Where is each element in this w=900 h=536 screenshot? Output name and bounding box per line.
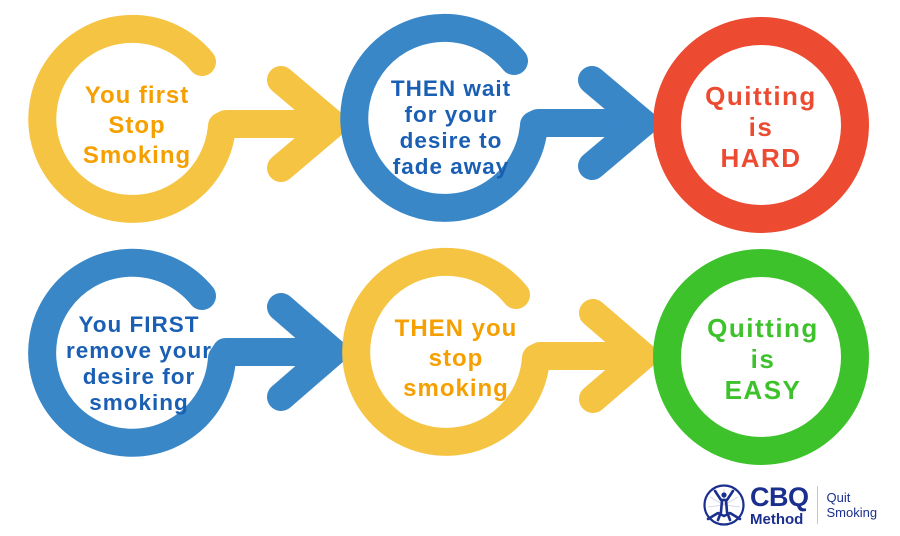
g-arrow-row2-step2 [342, 247, 657, 456]
g-arrow-row1-step1 [28, 14, 347, 223]
logo-divider [816, 486, 818, 524]
step-label-then-you-stop-smoking: THEN you stop smoking [394, 315, 518, 402]
logo-tagline: Quit Smoking [826, 490, 878, 520]
cbq-method-logo: CBQ Method Quit Smoking [702, 481, 877, 529]
outcome-label-quitting-is-hard: Quitting is HARD [705, 80, 817, 173]
step-label-then-wait-for-desire: THEN wait for your desire to fade away [390, 76, 512, 179]
g-arrow-row1-step2 [340, 13, 657, 222]
outcome-label-quitting-is-easy: Quitting is EASY [707, 312, 819, 405]
outcome-ring-hard [653, 17, 869, 233]
logo-brand-text: CBQ Method [750, 481, 809, 528]
person-arms-raised-sunburst-icon [703, 484, 745, 526]
outcome-ring-easy [653, 249, 869, 465]
step-label-you-first-stop-smoking: You first Stop Smoking [82, 82, 192, 169]
g-arrow-row2-step1 [28, 248, 347, 457]
step-label-you-first-remove-desire: You FIRST remove your desire for smoking [65, 312, 213, 415]
